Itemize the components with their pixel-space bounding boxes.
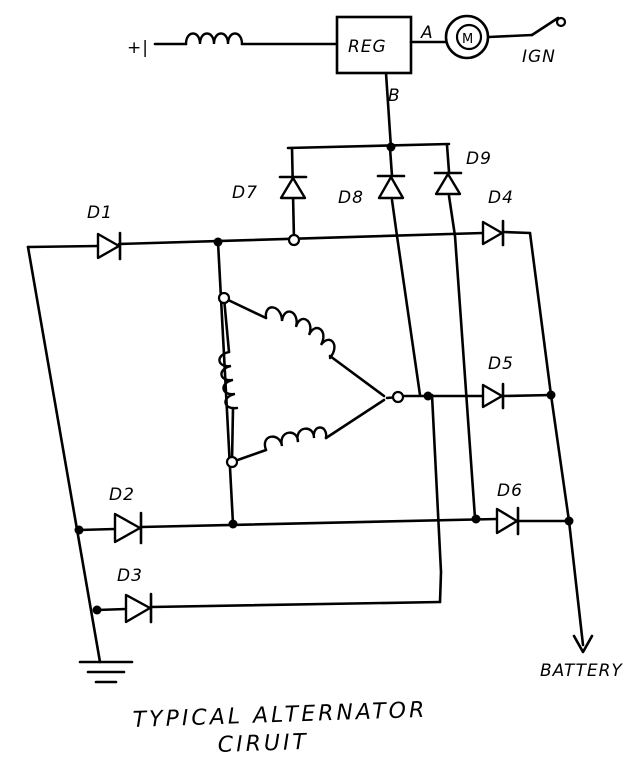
d1-body [96, 232, 121, 260]
diode-d2: D2 [109, 485, 143, 545]
d4-label: D4 [488, 188, 514, 208]
d6-body [495, 507, 519, 535]
row1-wire [117, 231, 485, 246]
battery-symbol-label: +| [127, 38, 149, 58]
junction-b [386, 142, 396, 152]
d5-body [481, 383, 504, 409]
caption: TYPICAL ALTERNATOR CIRUIT [132, 698, 427, 758]
ignition-switch-blade [530, 16, 560, 37]
junction-row2-d8 [423, 391, 433, 401]
stator-delta [216, 240, 405, 526]
lamp-to-switch-wire [487, 33, 534, 39]
d5-label: D5 [488, 354, 514, 374]
row3-wire [139, 517, 499, 529]
row1-to-rail [502, 230, 532, 235]
d8-body [377, 175, 405, 200]
winding-left-lead-out [230, 406, 235, 464]
diode-d6: D6 [495, 481, 523, 536]
diode-d3: D3 [117, 566, 153, 624]
diode-d4: D4 [481, 188, 514, 247]
diode-d5: D5 [481, 354, 514, 410]
row4-wire [149, 600, 442, 609]
winding-left-lead-in [222, 296, 231, 354]
warning-lamp-label: M [462, 32, 473, 47]
warning-lamp-inner [455, 23, 483, 51]
d3-left-wire [95, 607, 128, 612]
stator-node-right [391, 390, 405, 404]
rectifier-row-3: D2 D6 [77, 481, 574, 545]
d8-label: D8 [338, 188, 364, 208]
d1-left-wire [26, 244, 100, 249]
rectifier-row-2: D5 [398, 354, 556, 410]
d2-label: D2 [109, 485, 135, 505]
d1-label: D1 [87, 203, 113, 223]
winding-top-lead-in [222, 296, 268, 320]
d3-label: D3 [117, 566, 143, 586]
d2-left-wire [77, 527, 117, 532]
winding-left-coil [218, 350, 239, 410]
d8-wire-bottom [390, 198, 422, 397]
d3-body [124, 593, 152, 624]
regulator-label: REG [348, 37, 387, 57]
d7-body [279, 176, 307, 200]
field-diode-top-bus [286, 142, 451, 150]
winding-bottom-lead-out [324, 398, 386, 440]
stator-node-bottom [225, 455, 239, 469]
field-coil [184, 32, 244, 46]
title-line-2: CIRUIT [217, 730, 309, 758]
ignition-label: IGN [522, 47, 556, 67]
rectifier-row-1: D1 D4 [87, 188, 532, 261]
winding-top-coil [264, 306, 336, 360]
rectifier-row-4: D3 [95, 393, 443, 624]
d7-label: D7 [232, 183, 258, 203]
junction-row1-d7 [287, 233, 301, 247]
regulator-box [335, 15, 413, 75]
diode-d8: D8 [338, 174, 406, 208]
diode-d1: D1 [87, 203, 122, 261]
d9-wire-top [445, 143, 451, 174]
junction-row3-d9 [471, 514, 481, 524]
field-diode-bus: D7 D8 D9 [232, 142, 492, 520]
terminal-a-label: A [420, 23, 434, 43]
ignition-switch-contact [555, 16, 567, 28]
winding-top-lead-out [328, 354, 386, 398]
row4-riser [430, 393, 443, 604]
output-rail [528, 231, 585, 647]
negative-rail [26, 244, 134, 684]
terminal-b-label: B [388, 86, 401, 106]
left-rail [26, 245, 102, 664]
d4-body [481, 220, 504, 246]
top-control-circuit: +| REG A M IGN B [127, 14, 567, 150]
d6-label: D6 [497, 481, 523, 501]
d9-wire-bottom [447, 194, 477, 520]
battery-arrow-head [572, 634, 594, 654]
d9-label: D9 [466, 149, 492, 169]
diode-d7: D7 [232, 175, 308, 203]
reg-b-wire [384, 71, 393, 150]
positive-rail: BATTERY [528, 231, 623, 681]
d8-wire-top [388, 146, 394, 178]
title-line-1: TYPICAL ALTERNATOR [132, 698, 427, 733]
diode-d9: D9 [433, 149, 492, 196]
stator-node-top [217, 291, 231, 305]
d9-body [434, 172, 462, 196]
battery-label: BATTERY [540, 661, 623, 681]
winding-bottom-coil [263, 426, 328, 452]
d2-body [113, 512, 142, 544]
row2-to-rail [501, 393, 554, 398]
